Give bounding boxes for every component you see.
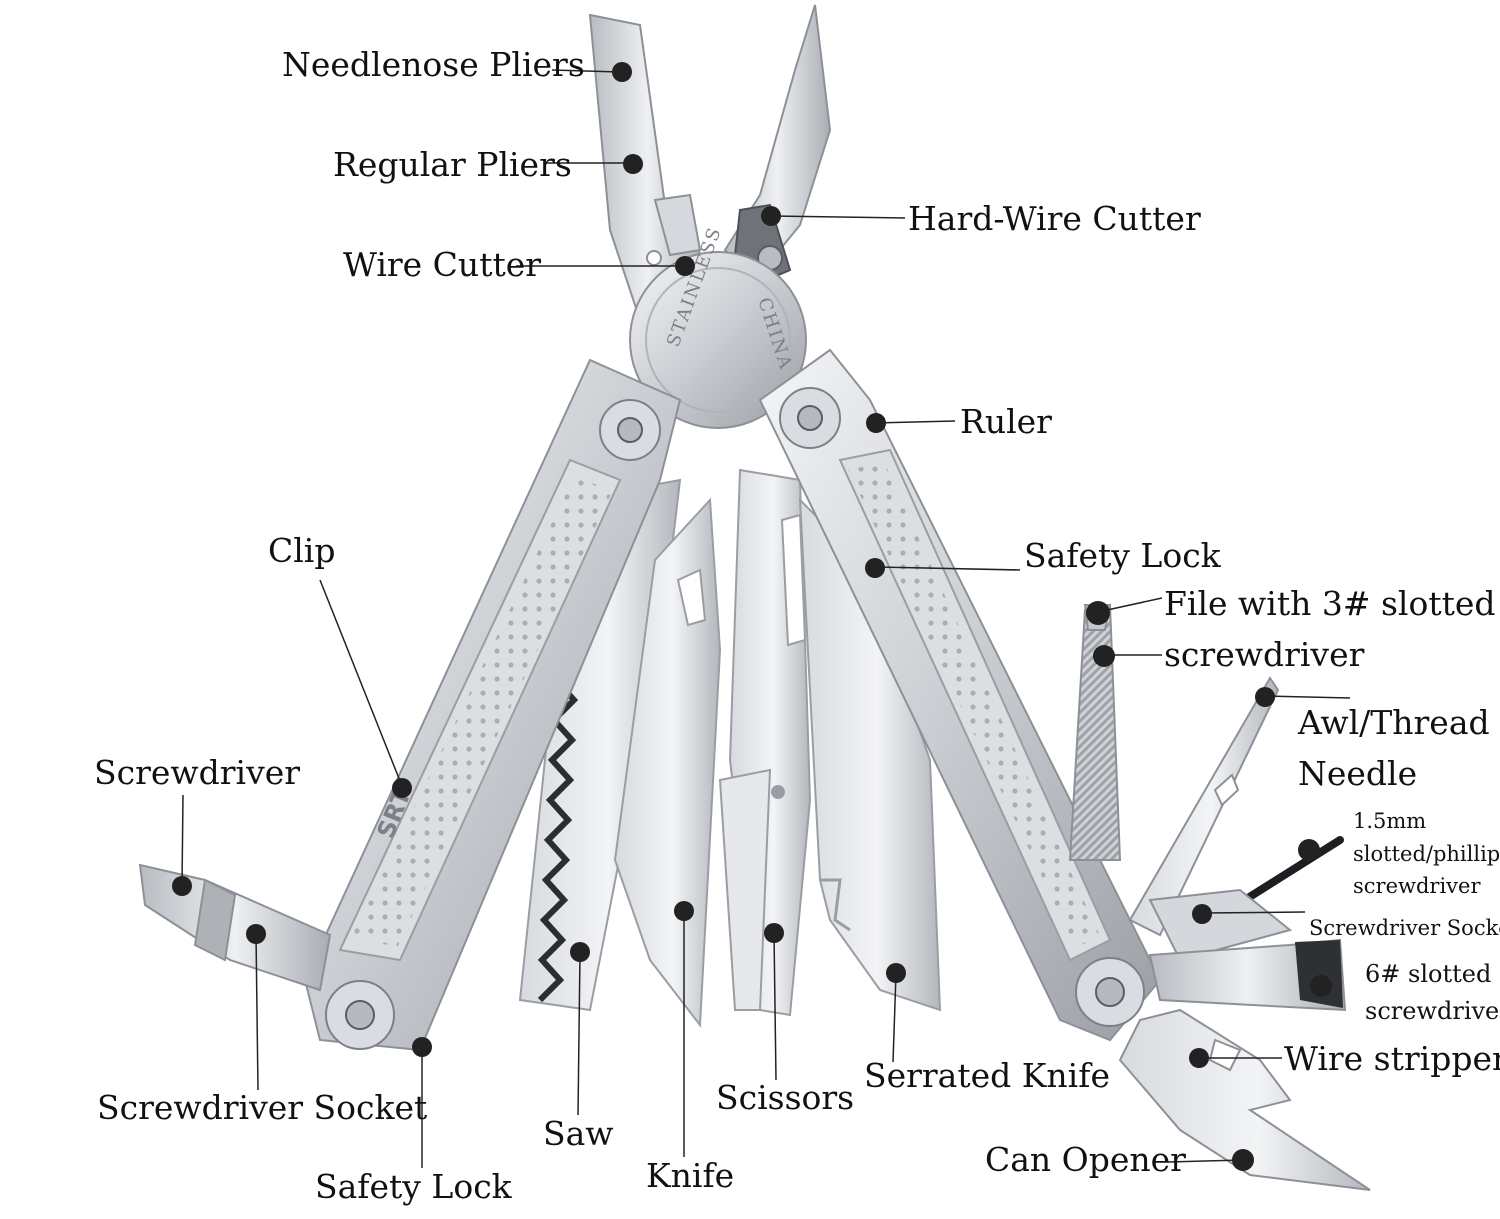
label-screwdriver-socket-right: Screwdriver Socket	[1309, 916, 1500, 940]
right-handle	[758, 348, 1162, 1042]
label-safety-lock-left: Safety Lock	[315, 1167, 512, 1206]
label-wire-cutter: Wire Cutter	[343, 245, 542, 284]
label-file-line2: screwdriver	[1164, 635, 1365, 675]
label-scissors: Scissors	[716, 1078, 855, 1117]
left-handle: SRT	[303, 358, 682, 1052]
label-small-sd-line3: screwdriver	[1353, 874, 1481, 899]
label-hard-wire-cutter: Hard-Wire Cutter	[908, 199, 1201, 238]
label-awl-line2: Needle	[1298, 754, 1418, 794]
label-clip: Clip	[268, 531, 336, 570]
label-knife: Knife	[646, 1156, 735, 1195]
callout-dots	[172, 62, 1332, 1171]
label-screwdriver: Screwdriver	[94, 753, 301, 792]
label-saw: Saw	[543, 1114, 614, 1153]
label-small-screwdriver: 1.5mm slotted/phillips screwdriver	[1353, 805, 1500, 903]
label-awl-thread-needle: Awl/Thread Needle	[1298, 697, 1490, 799]
label-serrated-knife: Serrated Knife	[864, 1056, 1110, 1095]
label-small-sd-line2: slotted/phillips	[1353, 841, 1500, 866]
label-screwdriver-socket-left: Screwdriver Socket	[97, 1088, 428, 1127]
label-ruler: Ruler	[960, 402, 1052, 441]
label-slotted6-line1: 6# slotted	[1365, 960, 1492, 988]
screwdriver-bit-left	[138, 863, 332, 992]
label-can-opener: Can Opener	[985, 1140, 1186, 1179]
label-wire-stripper: Wire stripper	[1284, 1039, 1500, 1078]
label-slotted6-line2: screwdriver	[1365, 997, 1500, 1026]
label-file-line1: File with 3# slotted	[1164, 584, 1496, 623]
label-file-screwdriver: File with 3# slotted screwdriver	[1164, 578, 1496, 680]
label-safety-lock-right: Safety Lock	[1024, 536, 1221, 575]
plier-jaws	[588, 4, 832, 322]
callout-lines	[181, 69, 1351, 1168]
label-awl-line1: Awl/Thread	[1298, 703, 1490, 742]
label-slotted6-screwdriver: 6# slotted screwdriver	[1365, 956, 1500, 1030]
label-regular-pliers: Regular Pliers	[333, 145, 572, 184]
center-tools	[518, 468, 942, 1028]
label-needlenose-pliers: Needlenose Pliers	[282, 45, 585, 84]
right-fan-tools	[1068, 603, 1371, 1191]
label-small-sd-line1: 1.5mm	[1353, 809, 1427, 833]
